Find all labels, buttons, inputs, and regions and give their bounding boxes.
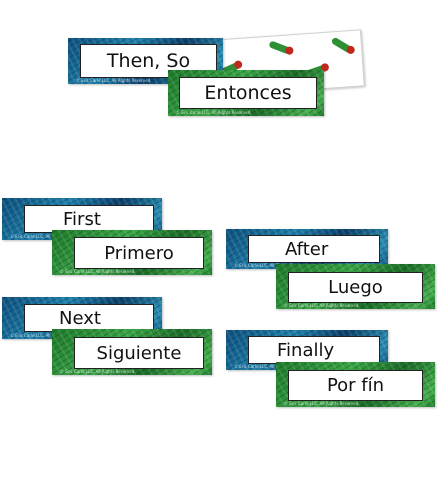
card-word: Entonces	[179, 77, 317, 109]
caterpillar-icon	[268, 40, 292, 55]
card-word: First	[24, 205, 154, 233]
spanish-card-luego: Luego © Eric Carle LLC. All Rights Reser…	[276, 264, 435, 309]
copyright-text: © Eric Carle LLC. All Rights Reserved.	[176, 110, 252, 115]
copyright-text: © Eric Carle LLC. All Rights Reserved.	[10, 234, 86, 239]
copyright-text: © Eric Carle LLC. All Rights Reserved.	[284, 303, 360, 308]
card-word: After	[248, 235, 380, 263]
caterpillar-icon	[330, 36, 354, 54]
copyright-text: © Eric Carle LLC. All Rights Reserved.	[60, 269, 136, 274]
english-card-then-so: Then, So © Eric Carle LLC. All Rights Re…	[68, 38, 223, 84]
copyright-text: © Eric Carle LLC. All Rights Reserved.	[60, 369, 136, 374]
card-word: Next	[24, 304, 154, 332]
spanish-card-siguiente: Siguiente © Eric Carle LLC. All Rights R…	[52, 329, 212, 375]
spanish-card-primero: Primero © Eric Carle LLC. All Rights Res…	[52, 230, 212, 275]
copyright-text: © Eric Carle LLC. All Rights Reserved.	[284, 401, 360, 406]
card-word: Primero	[74, 237, 204, 269]
spanish-card-por-fin: Por fín © Eric Carle LLC. All Rights Res…	[276, 362, 435, 407]
card-word: Luego	[288, 272, 423, 303]
copyright-text: © Eric Carle LLC. All Rights Reserved.	[234, 364, 310, 369]
card-word: Finally	[248, 336, 380, 364]
english-card-after: After © Eric Carle LLC. All Rights Reser…	[226, 229, 388, 269]
copyright-text: © Eric Carle LLC. All Rights Reserved.	[76, 78, 152, 83]
copyright-text: © Eric Carle LLC. All Rights Reserved.	[10, 333, 86, 338]
spanish-card-entonces: Entonces © Eric Carle LLC. All Rights Re…	[168, 70, 324, 116]
card-word: Por fín	[288, 370, 423, 401]
card-word: Siguiente	[74, 337, 204, 369]
copyright-text: © Eric Carle LLC. All Rights Reserved.	[234, 263, 310, 268]
